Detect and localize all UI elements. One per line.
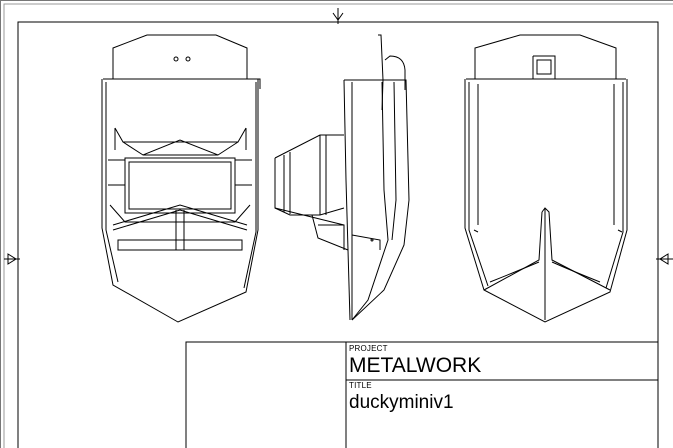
project-label: PROJECT	[349, 344, 388, 353]
title-label: TITLE	[349, 381, 372, 390]
center-mark-right-icon	[656, 253, 673, 265]
title-block	[185, 341, 659, 448]
project-value: METALWORK	[349, 354, 482, 377]
inner-frame	[17, 21, 659, 448]
center-mark-left-icon	[4, 253, 20, 265]
boat-view-top	[101, 34, 261, 323]
outer-frame	[3, 3, 673, 448]
title-value: duckyminiv1	[349, 392, 454, 413]
center-mark-top-icon	[332, 8, 344, 24]
boat-view-bottom	[464, 34, 628, 323]
boat-view-side	[274, 34, 410, 321]
